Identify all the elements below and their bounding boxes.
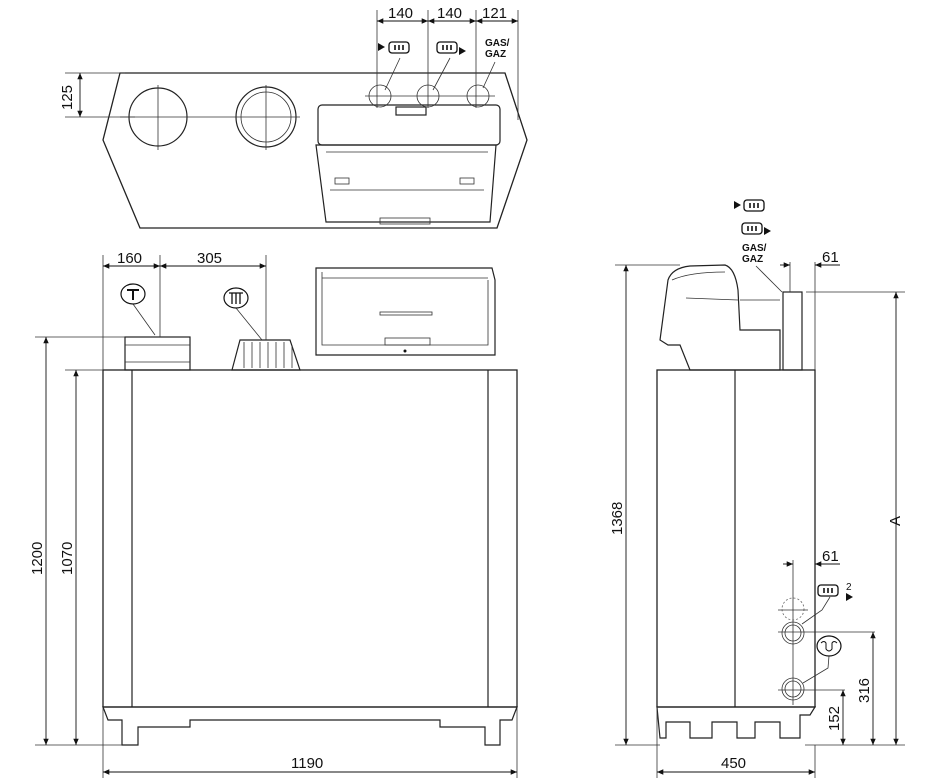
- front-view: 160 305 1200 1070 1190: [29, 250, 518, 778]
- control-panel-side: [659, 264, 781, 371]
- gas-leader-line: [755, 265, 783, 293]
- return-connection-lower-inner: [784, 624, 802, 642]
- base-feet-side: [656, 706, 817, 739]
- boiler-body-front: [102, 369, 518, 708]
- flow-icon-side: [734, 199, 765, 212]
- control-panel-front: [315, 267, 496, 356]
- superscript-2: 2: [846, 582, 852, 593]
- top-view: 140 140 121 125 GAS/ GAZ: [59, 5, 528, 229]
- dim-140-a: 140: [388, 5, 413, 22]
- dim-160: 160: [117, 250, 142, 267]
- connection-leader-lines: [384, 57, 496, 91]
- dim-1070: 1070: [59, 542, 76, 575]
- dim-61-lower: 61: [822, 548, 839, 565]
- dim-121: 121: [482, 5, 507, 22]
- flow-icon: [378, 41, 410, 54]
- control-panel-handle: [384, 337, 431, 346]
- dim-140-b: 140: [437, 5, 462, 22]
- return-icon: [436, 41, 466, 55]
- return-icon-side: [741, 222, 771, 235]
- dim-125: 125: [59, 85, 76, 110]
- base-feet: [102, 706, 518, 746]
- dim-1368: 1368: [609, 502, 626, 535]
- gas-label: GAS/: [485, 38, 510, 49]
- door-latch-right: [459, 177, 475, 185]
- control-panel-side-detail: [671, 271, 780, 301]
- door-latch-left: [334, 177, 350, 185]
- dim-61-top: 61: [822, 249, 839, 266]
- control-panel-handle-top: [395, 106, 427, 116]
- siphon-icon: [816, 635, 842, 657]
- flue-adapter: [124, 336, 191, 371]
- gas-pipe: [782, 291, 803, 371]
- door-handle-top: [379, 217, 431, 225]
- return-leader-line: [801, 596, 831, 625]
- optional-return-connection: [781, 597, 805, 621]
- dim-305: 305: [197, 250, 222, 267]
- gaz-label: GAZ: [485, 49, 506, 60]
- dim-a: A: [887, 516, 904, 526]
- air-intake-icon: [223, 287, 249, 309]
- gaz-label-side: GAZ: [742, 254, 763, 265]
- dim-1200: 1200: [29, 542, 46, 575]
- top-view-outline: [102, 72, 528, 229]
- control-panel-slot: [379, 311, 433, 316]
- icon-leader-lines: [132, 303, 263, 341]
- return-connection-lower: [781, 621, 805, 645]
- door-top: [315, 144, 497, 223]
- dim-316: 316: [856, 678, 873, 703]
- side-view: GAS/ GAZ 61 1368 A 61 2: [609, 199, 905, 778]
- boiler-body-side: [656, 369, 816, 708]
- air-intake-grille: [243, 342, 293, 368]
- dim-152: 152: [826, 706, 843, 731]
- gas-label-side: GAS/: [742, 243, 767, 254]
- air-intake-cone: [231, 339, 301, 371]
- dim-450: 450: [721, 755, 746, 772]
- return-icon-lower: 2: [817, 582, 853, 601]
- control-panel-screw: [403, 349, 407, 353]
- control-panel-inner-outline: [321, 272, 489, 346]
- condensate-connection: [781, 677, 805, 701]
- flue-icon: [120, 283, 146, 305]
- condensate-connection-inner: [784, 680, 802, 698]
- siphon-leader-line: [802, 655, 830, 684]
- door-top-detail-lines: [326, 151, 488, 191]
- dim-1190: 1190: [291, 755, 323, 772]
